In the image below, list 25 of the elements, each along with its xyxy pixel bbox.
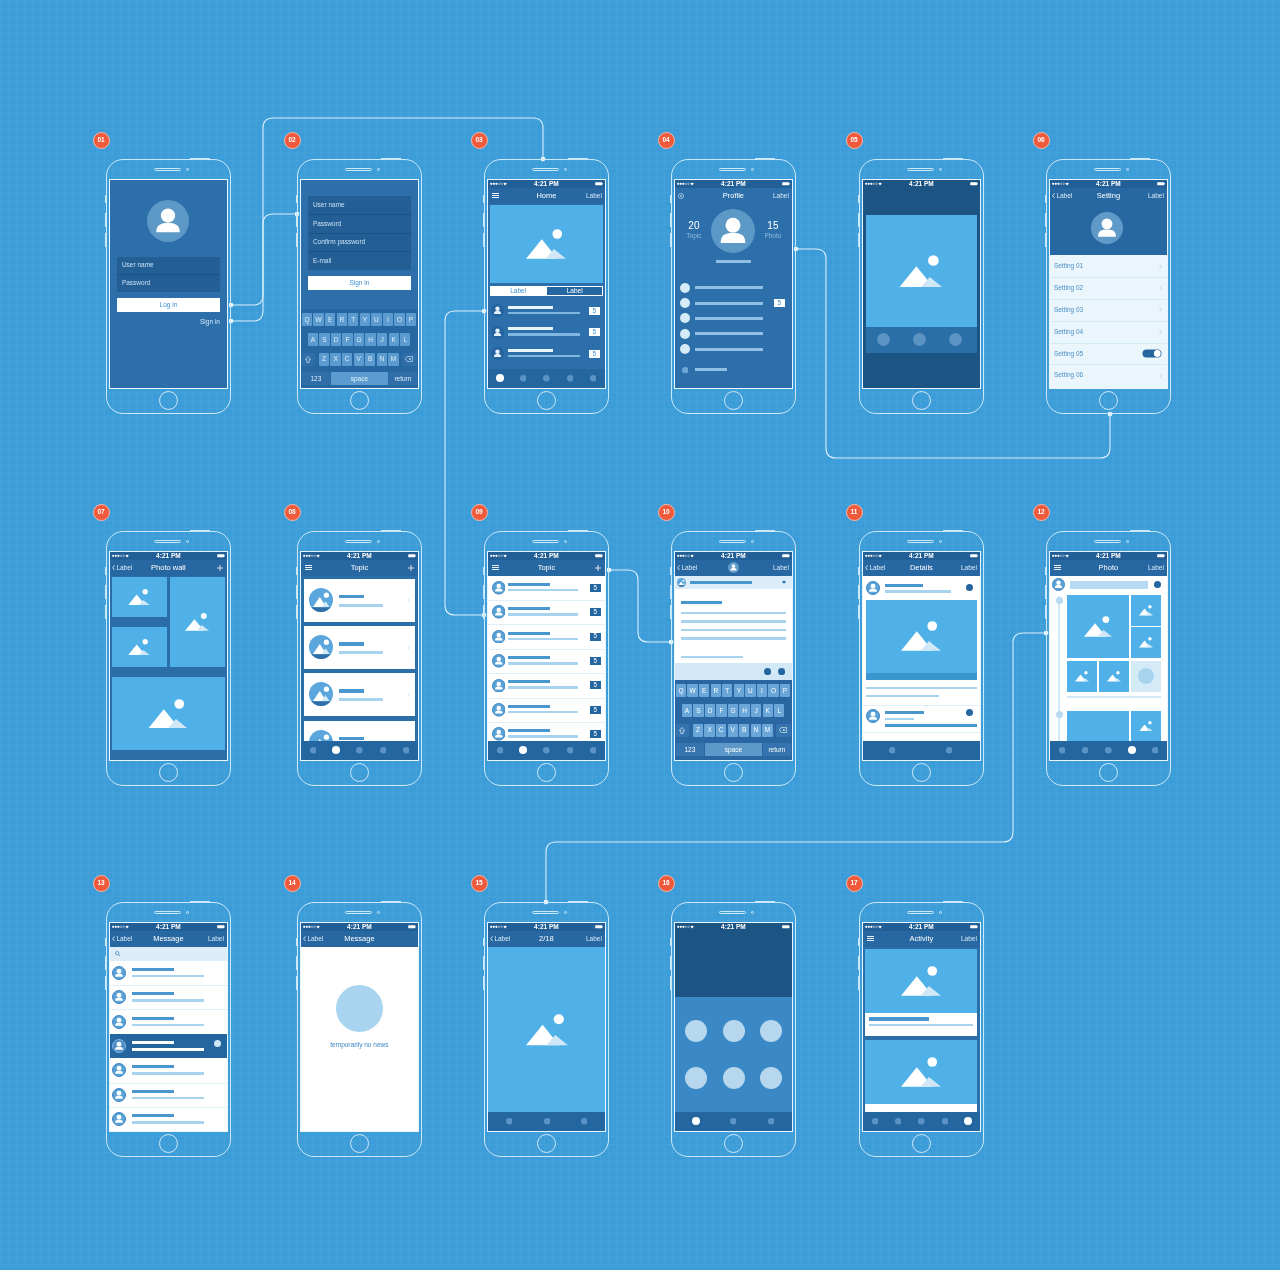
phone-mockup [859, 159, 984, 414]
connector-line [444, 308, 487, 618]
phone-mockup [671, 159, 796, 414]
stat-number: 15 [767, 220, 779, 232]
phone-mockup [1046, 531, 1171, 786]
phone-mockup [1046, 159, 1171, 414]
phone-mockup [297, 902, 422, 1157]
connector-line [228, 211, 300, 324]
phone-mockup [106, 902, 231, 1157]
phone-mockup [671, 531, 796, 786]
phone-mockup [484, 531, 609, 786]
connector-line [606, 567, 674, 645]
connector-line [228, 117, 546, 308]
phone-mockup [484, 902, 609, 1157]
connector-line [793, 246, 1113, 459]
phone-mockup [859, 902, 984, 1157]
phone-mockup [106, 531, 231, 786]
phone-mockup [484, 159, 609, 414]
stat-number: 20 [688, 220, 700, 232]
connector-line [543, 630, 1049, 905]
phone-mockup [106, 159, 231, 414]
phone-mockup [297, 159, 422, 414]
phone-mockup [671, 902, 796, 1157]
phone-mockup [859, 531, 984, 786]
phone-mockup [297, 531, 422, 786]
